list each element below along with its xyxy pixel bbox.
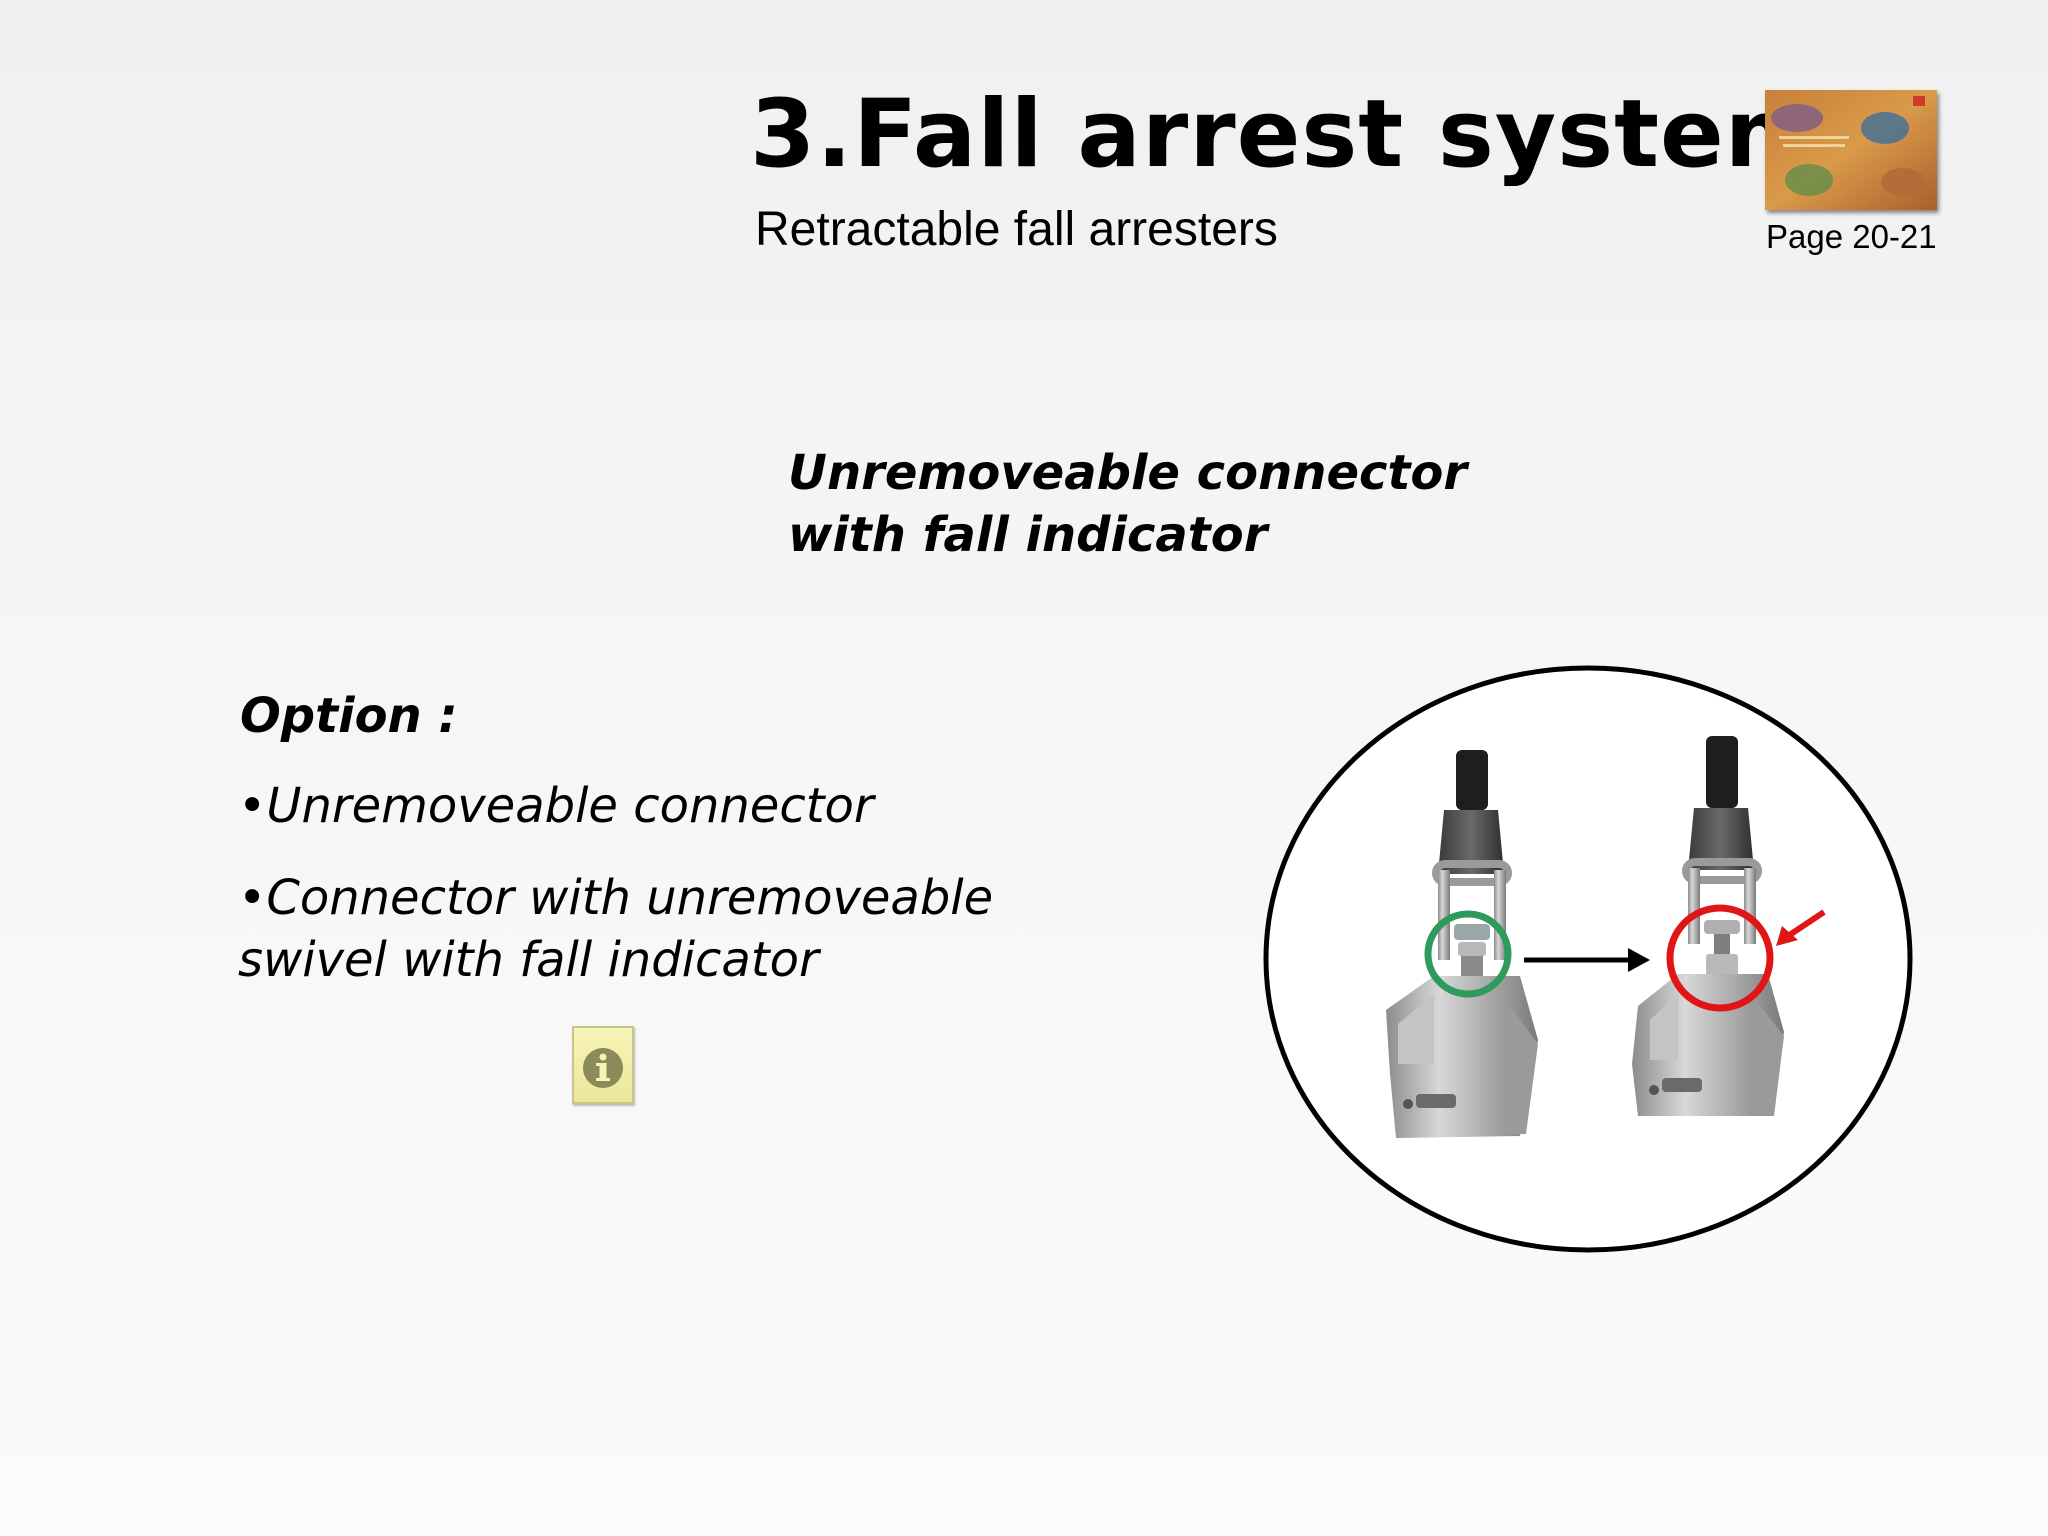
connector-after-image — [1632, 736, 1784, 1116]
arrow-right-icon — [1524, 948, 1650, 972]
indicator-deployed-marker — [1666, 904, 1774, 1012]
heading-line-1: Unremoveable connector — [788, 445, 1468, 501]
option-list: •Unremoveable connector •Connector with … — [238, 775, 993, 1021]
info-button[interactable] — [572, 1026, 634, 1104]
list-item: •Unremoveable connector — [238, 778, 874, 834]
section-heading: Unremoveable connector with fall indicat… — [788, 442, 1467, 566]
brochure-thumbnail-icon — [1765, 90, 1937, 210]
info-icon — [583, 1048, 623, 1088]
connector-before-image — [1386, 750, 1538, 1138]
list-item-line: swivel with fall indicator — [238, 932, 819, 988]
heading-line-2: with fall indicator — [788, 507, 1268, 563]
list-item-line: •Connector with unremoveable — [238, 870, 994, 926]
pointer-arrow-icon — [1776, 909, 1826, 946]
indicator-intact-marker — [1424, 910, 1512, 998]
slide-subtitle: Retractable fall arresters — [755, 203, 1278, 256]
connector-diagram — [1258, 664, 1914, 1256]
slide-title: 3.Fall arrest system — [750, 80, 1824, 189]
option-label: Option : — [240, 688, 458, 744]
list-item: •Connector with unremoveable swivel with… — [238, 867, 993, 991]
page-reference: Page 20-21 — [1766, 218, 1937, 255]
